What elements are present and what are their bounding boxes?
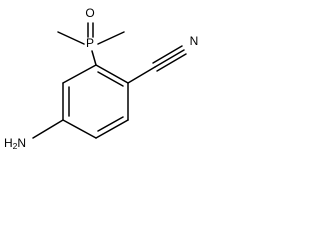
ring-double-bond-c1-c2 [97,71,124,87]
nitrogen-atom-label: N [190,34,199,48]
phosphorus-atom-label: P [86,36,94,50]
amino-group: H2N [4,119,64,151]
amine-h-label: H [4,136,13,150]
ring-bond-c4-c5 [62,119,97,139]
bond-p-methyl-right [97,31,125,45]
ring-bond-c1-c2 [95,64,129,84]
bond-ring-nitrile-c [127,66,156,84]
ring-double-bond-c3-c4 [97,116,124,132]
bond-ring-p [91,50,97,66]
bond-c-n-triple-2 [152,45,183,64]
chemical-structure-diagram: O P N H2N [4,6,199,151]
amine-subscript-label: 2 [13,141,18,151]
nitrile-group: N [127,34,199,84]
bond-ring-nh2 [32,119,64,139]
bond-c-n-triple-1 [154,49,185,68]
bond-p-methyl-left [57,31,85,45]
benzene-ring [62,64,129,139]
phosphine-oxide-group: O P [57,6,125,66]
bond-c-n-triple-3 [156,53,187,72]
amino-label: H2N [4,136,26,151]
ring-bond-c6-c1 [62,64,97,84]
oxygen-atom-label: O [85,6,94,20]
amine-n-label: N [17,136,26,150]
ring-bond-c3-c4 [95,119,129,139]
